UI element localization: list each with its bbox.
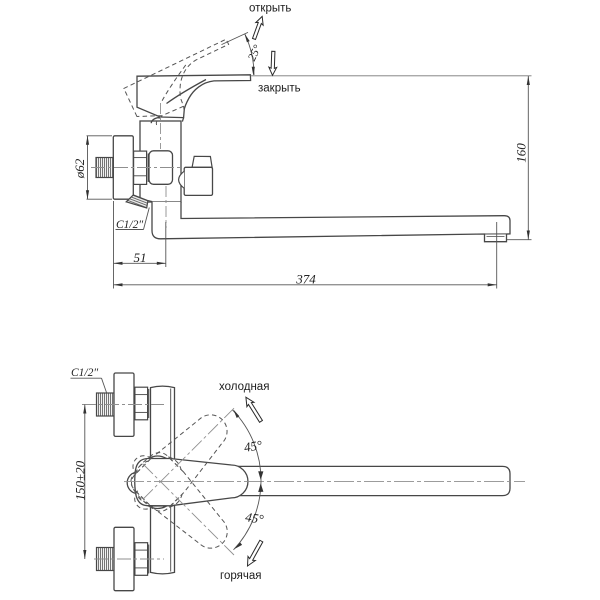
svg-text:51: 51 (134, 250, 147, 265)
svg-text:ø62: ø62 (72, 158, 87, 179)
svg-text:374: 374 (295, 272, 316, 287)
svg-text:160: 160 (514, 143, 529, 163)
svg-text:открыть: открыть (249, 3, 291, 15)
svg-text:25°: 25° (246, 43, 264, 63)
svg-text:горячая: горячая (220, 570, 261, 582)
svg-text:C1/2″: C1/2″ (71, 367, 98, 379)
svg-text:закрыть: закрыть (258, 83, 301, 95)
svg-text:C1/2″: C1/2″ (116, 219, 143, 231)
svg-text:150±20: 150±20 (73, 460, 88, 500)
svg-text:холодная: холодная (219, 381, 269, 393)
svg-text:45°: 45° (244, 509, 264, 527)
svg-text:45°: 45° (243, 437, 263, 455)
